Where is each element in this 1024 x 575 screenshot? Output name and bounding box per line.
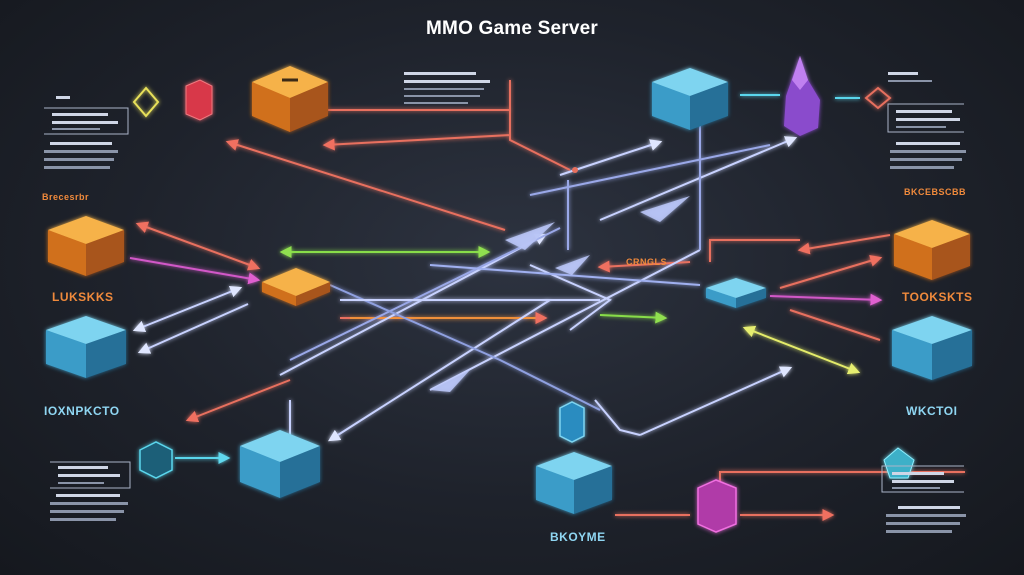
callout-top-left: [44, 96, 129, 169]
callouts: [44, 72, 966, 533]
connector-red-12: [709, 239, 800, 262]
arrowhead-shape-1: [505, 222, 555, 250]
connector-white-11: [329, 284, 601, 411]
server-node-orange-left[interactable]: [48, 216, 124, 276]
connector-red-7: [779, 255, 883, 289]
connector-red-2: [225, 139, 506, 231]
server-node-orange-right[interactable]: [894, 220, 970, 280]
callout-top-right: [887, 72, 966, 169]
label-left-blue: IOXNPKCTO: [44, 404, 120, 418]
purple-tower-node[interactable]: [784, 56, 820, 136]
server-node-orange-top[interactable]: [252, 66, 328, 132]
connector-white-7: [599, 136, 798, 221]
server-node-blue-center[interactable]: [706, 278, 766, 308]
connector-pink-2: [769, 293, 883, 306]
label-right-blue: WKCTOI: [906, 404, 958, 418]
server-node-blue-top[interactable]: [652, 68, 728, 130]
label-right-orange: TOOKSKTS: [902, 290, 973, 304]
server-node-blue-bottom-center[interactable]: [536, 452, 612, 514]
junction-dot: [572, 167, 578, 173]
connector-red-13: [797, 234, 891, 255]
connector-red-1: [300, 109, 511, 151]
connector-white-10: [639, 366, 793, 436]
server-node-orange-center[interactable]: [262, 268, 330, 306]
connector-white-1: [279, 233, 548, 376]
callout-top-center: [404, 72, 490, 104]
server-node-blue-small[interactable]: [559, 401, 585, 443]
arrowhead-shape-2: [640, 196, 690, 222]
red-cube-small[interactable]: [185, 79, 213, 121]
connector-white-15: [594, 399, 641, 436]
diagram-title: MMO Game Server: [426, 18, 598, 39]
pink-cube-node[interactable]: [697, 479, 737, 533]
label-bottom: BKOYME: [550, 530, 606, 544]
connector-red-8: [789, 309, 881, 341]
connector-white-3: [132, 285, 243, 333]
yellow-diamond-icon: [132, 86, 160, 118]
connector-white-12: [529, 264, 612, 331]
connector-white-4: [137, 303, 249, 354]
connector-white-14: [429, 264, 701, 286]
arrowhead-shape-3: [430, 370, 470, 392]
connector-red-5: [509, 80, 571, 171]
arrowhead-shape-4: [555, 255, 590, 275]
connections: [129, 80, 965, 521]
connector-red-4: [185, 379, 291, 423]
connector-white-6: [529, 144, 771, 196]
cyan-cube-node[interactable]: [139, 441, 173, 479]
connector-pink-1: [129, 257, 261, 285]
label-right-top: BKCEBSCBB: [904, 187, 967, 197]
connector-white-9: [327, 299, 551, 442]
server-node-blue-left[interactable]: [46, 316, 126, 378]
connector-red-3: [135, 221, 261, 271]
label-left-orange: LUKSKKS: [52, 290, 114, 304]
callout-bottom-left: [50, 461, 131, 521]
server-node-blue-right[interactable]: [892, 316, 972, 380]
center-arrowheads: [430, 196, 690, 392]
label-center: CRNGLS: [626, 257, 667, 267]
connector-green-2: [599, 311, 668, 324]
orange-diamond-icon: [864, 86, 892, 110]
connector-white-8: [429, 249, 701, 391]
connector-yellow-1: [742, 325, 861, 375]
callout-bottom-right: [881, 465, 966, 533]
nodes: [46, 56, 972, 533]
cyan-pentagon-node[interactable]: [883, 447, 915, 479]
connector-white-2: [289, 227, 561, 361]
label-left-top: Brecesrbr: [42, 192, 90, 202]
server-node-blue-bottom-left[interactable]: [240, 430, 320, 498]
